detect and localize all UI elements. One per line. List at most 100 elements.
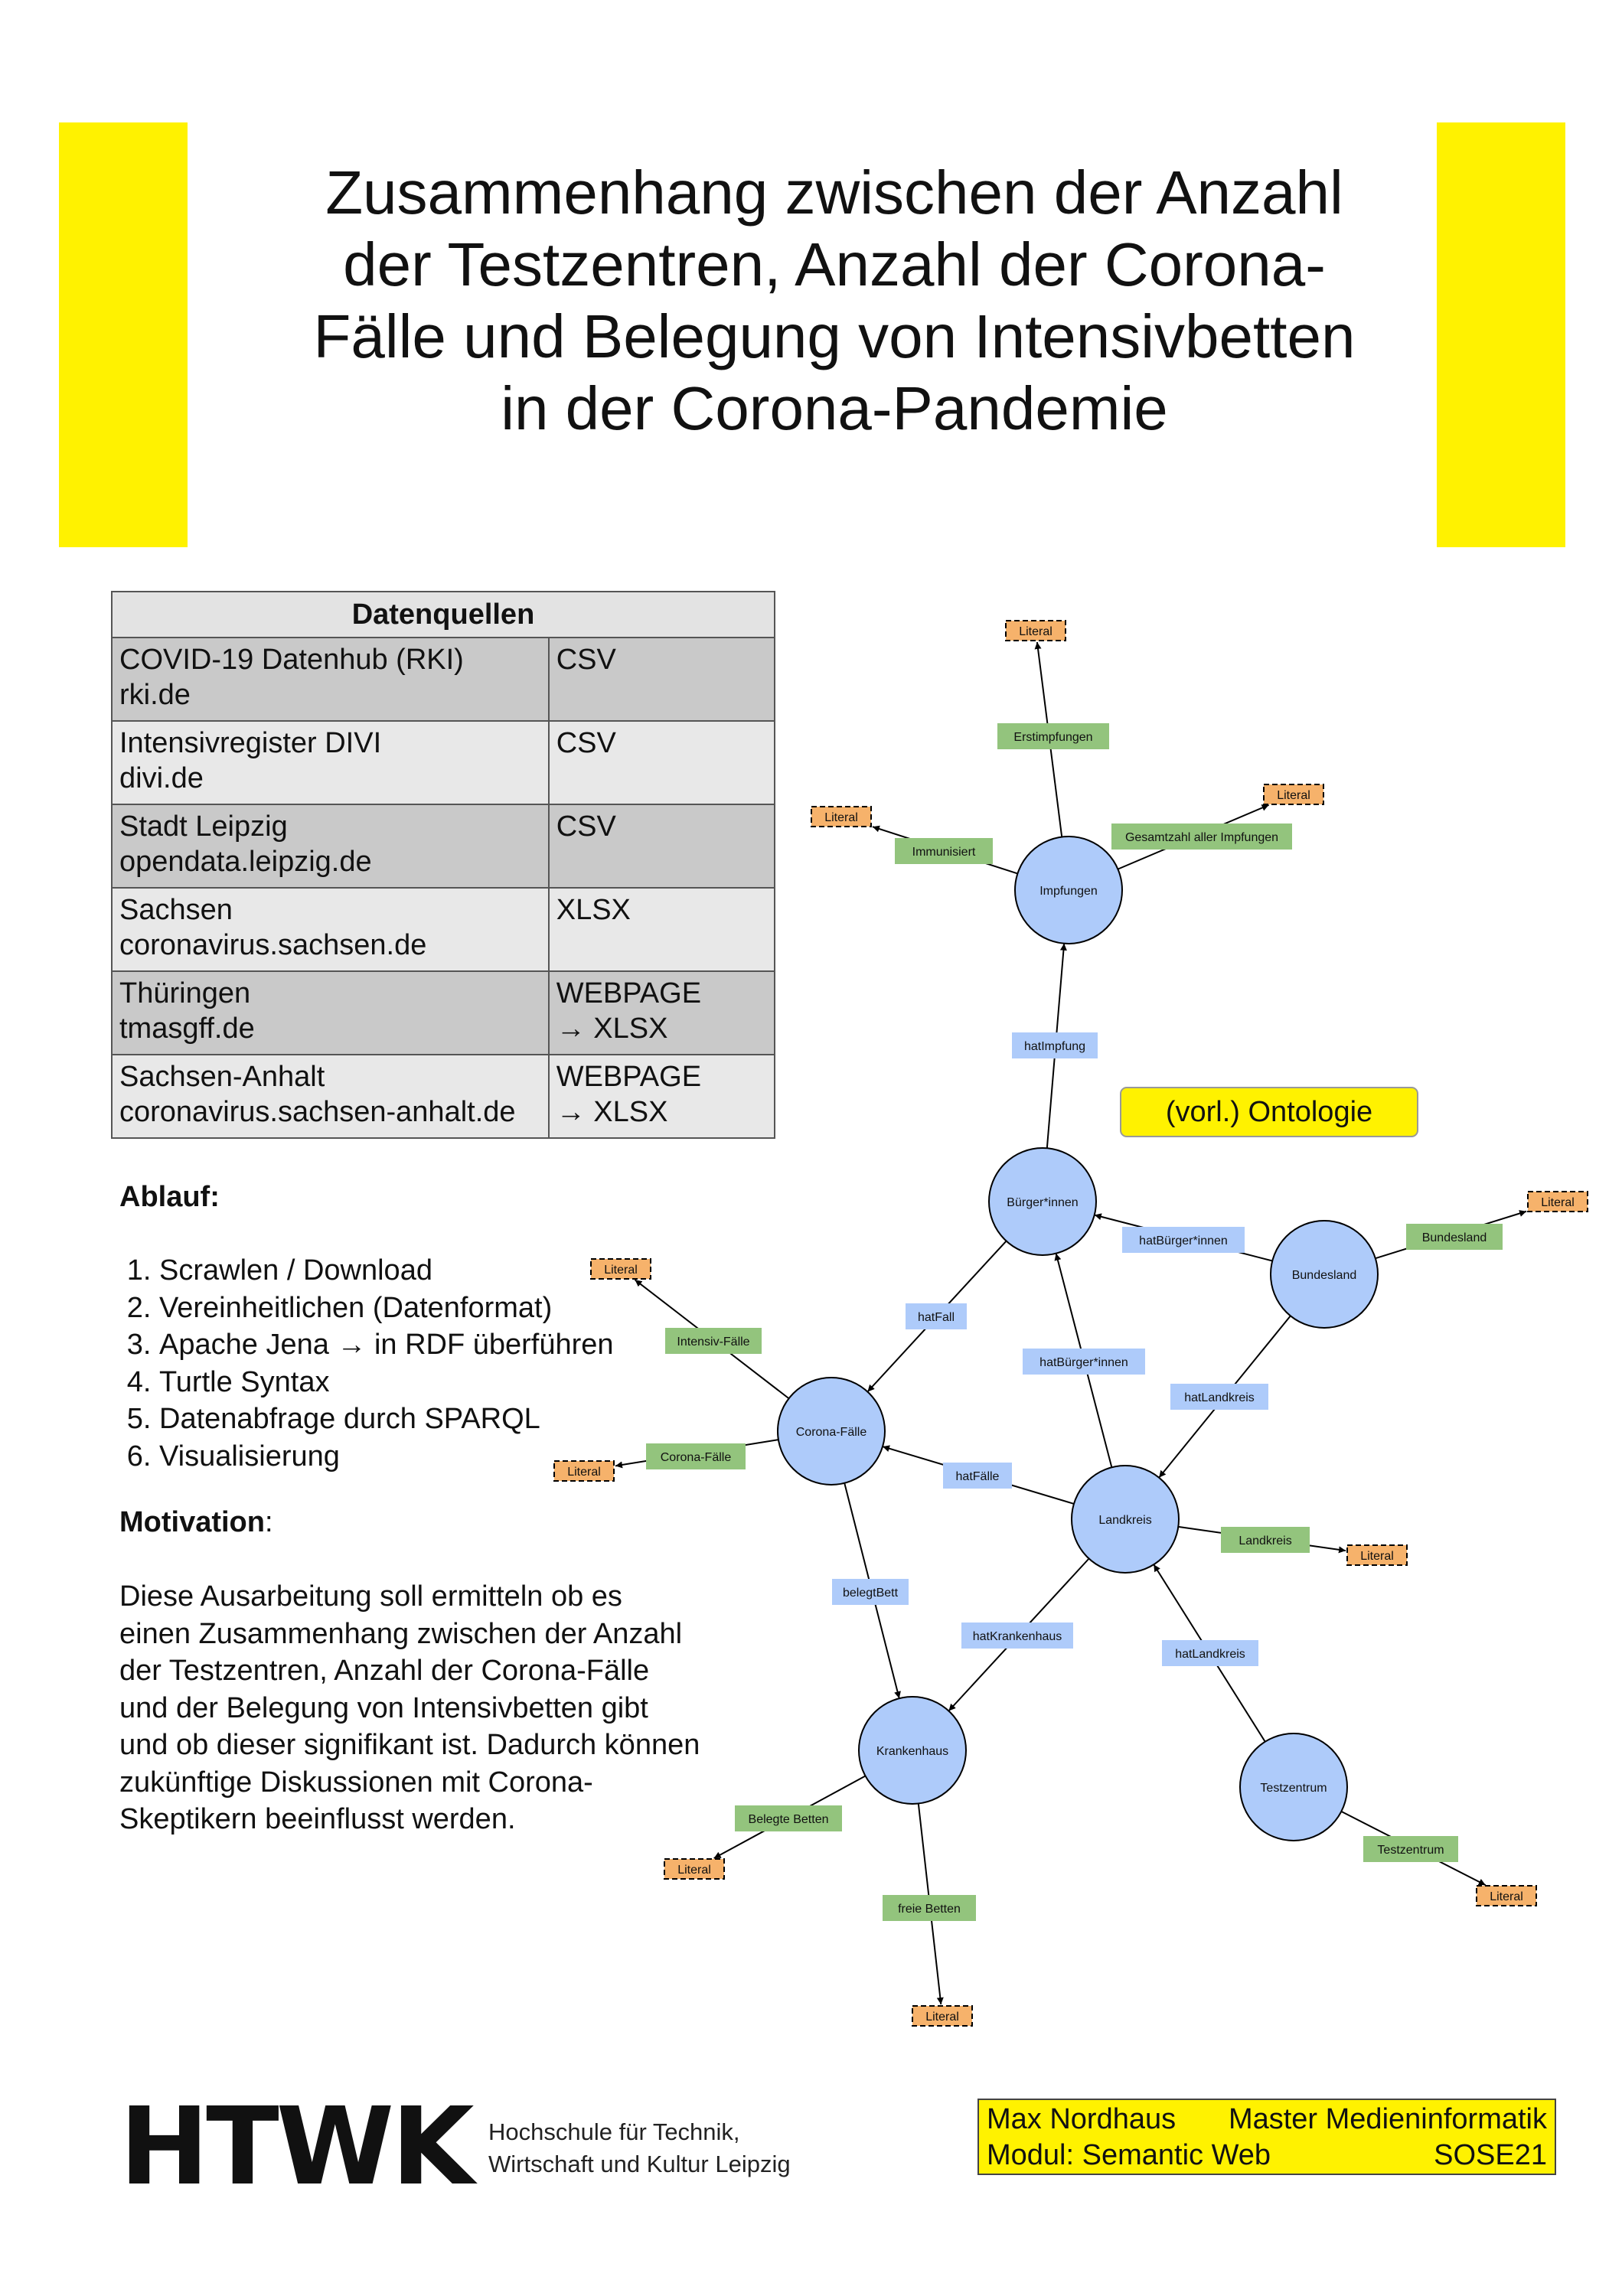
rel-hatimpfung: hatImpfung (1024, 1040, 1085, 1053)
right-yellow-bar (1437, 122, 1565, 547)
step-item: Datenabfrage durch SPARQL (159, 1401, 614, 1438)
author-name: Max Nordhaus (987, 2103, 1177, 2135)
htwk-logo: HTWK (119, 2085, 475, 2210)
rel-hatfall: hatFall (918, 1311, 955, 1324)
node-bundesland (1270, 1220, 1379, 1329)
node-label-testzentrum: Testzentrum (1260, 1782, 1327, 1795)
rel-hatlandkreis-testzentrum: hatLandkreis (1175, 1648, 1245, 1661)
author-box: Max Nordhaus Master Medieninformatik Mod… (977, 2099, 1556, 2175)
prop-immunisiert-box (895, 838, 993, 864)
node-label-impfungen: Impfungen (1039, 885, 1098, 898)
motivation-heading: Motivation (119, 1506, 265, 1538)
title-line: Fälle und Belegung von Intensivbetten (313, 302, 1356, 370)
node-testzentrum (1239, 1733, 1348, 1841)
motivation-text: Diese Ausarbeitung soll ermitteln ob es … (119, 1580, 700, 1835)
rel-hatfall-box (906, 1303, 967, 1329)
source-site: divi.de (119, 762, 204, 794)
data-sources-table: Datenquellen COVID-19 Datenhub (RKI)rki.… (111, 591, 776, 1139)
title-line: in der Corona-Pandemie (501, 374, 1168, 442)
source-format: CSV (556, 644, 616, 676)
poster-title: Zusammenhang zwischen der Anzahl der Tes… (207, 157, 1462, 445)
literal-box (553, 1460, 615, 1482)
ontology-badge: (vorl.) Ontologie (1120, 1087, 1418, 1137)
literal-box (1005, 620, 1066, 641)
literal-label: Literal (604, 1264, 638, 1277)
prop-intensiv: Intensiv-Fälle (677, 1336, 749, 1349)
literal-box (1527, 1191, 1588, 1212)
node-label-coronafaelle: Corona-Fälle (796, 1426, 867, 1439)
step-item: Scrawlen / Download (159, 1252, 614, 1290)
source-name: Sachsen-Anhalt (119, 1061, 325, 1093)
literal-label: Literal (1490, 1890, 1523, 1903)
rel-hatkrankenhaus-box (961, 1623, 1073, 1649)
prop-gesamtzahl-box (1111, 823, 1292, 850)
rel-hatbuerger-bundesland: hatBürger*innen (1139, 1234, 1228, 1247)
node-buerger (988, 1147, 1097, 1256)
step-item: Visualisierung (159, 1438, 614, 1476)
ablauf-steps: Scrawlen / Download Vereinheitlichen (Da… (119, 1252, 614, 1475)
source-name: COVID-19 Datenhub (RKI) (119, 644, 464, 676)
literal-box (664, 1858, 725, 1880)
source-site: coronavirus.sachsen-anhalt.de (119, 1096, 516, 1128)
prop-gesamtzahl: Gesamtzahl aller Impfungen (1125, 831, 1278, 844)
prop-freie-betten: freie Betten (898, 1903, 961, 1916)
prop-belegte-betten: Belegte Betten (749, 1813, 829, 1826)
source-name-cell: Thüringen tmasgff.de (111, 970, 550, 1055)
literal-label: Literal (1360, 1550, 1394, 1563)
source-format: WEBPAGE (556, 1061, 702, 1093)
institution-line: Wirtschaft und Kultur Leipzig (488, 2151, 791, 2177)
rel-belegtbett-box (832, 1579, 909, 1605)
source-site: tmasgff.de (119, 1013, 255, 1045)
literal-box (912, 2005, 973, 2027)
step-item: Vereinheitlichen (Datenformat) (159, 1290, 614, 1327)
rel-hatlandkreis-bundesland-box (1170, 1384, 1268, 1410)
prop-freie-betten-box (883, 1895, 976, 1921)
source-format-2: → XLSX (556, 1013, 668, 1045)
rel-hatimpfung-box (1012, 1032, 1098, 1058)
rel-belegtbett: belegtBett (843, 1587, 899, 1600)
node-label-buerger: Bürger*innen (1007, 1196, 1078, 1209)
prop-landkreis-box (1221, 1527, 1310, 1553)
node-label-bundesland: Bundesland (1292, 1269, 1357, 1282)
prop-immunisiert: Immunisiert (912, 846, 976, 859)
motivation-colon: : (264, 1506, 273, 1538)
source-format-cell: CSV (547, 804, 776, 889)
study-program: Master Medieninformatik (1228, 2103, 1547, 2135)
source-format-cell: CSV (547, 637, 776, 722)
prop-testzentrum-box (1363, 1836, 1458, 1862)
module-name: Modul: Semantic Web (987, 2139, 1271, 2171)
source-name: Thüringen (119, 977, 251, 1009)
literal-box (590, 1258, 651, 1280)
step-item: Apache Jena → in RDF überführen (159, 1326, 614, 1364)
literal-label: Literal (677, 1864, 711, 1877)
rel-hatfaelle: hatFälle (956, 1470, 1000, 1483)
rel-hatfaelle-box (943, 1463, 1012, 1489)
prop-testzentrum: Testzentrum (1377, 1844, 1444, 1857)
literal-label: Literal (925, 2011, 959, 2024)
prop-coronafaelle-box (646, 1443, 746, 1469)
node-label-krankenhaus: Krankenhaus (876, 1745, 948, 1758)
source-format-cell: XLSX (547, 887, 776, 972)
literal-box (811, 806, 872, 827)
source-site: coronavirus.sachsen.de (119, 929, 427, 961)
step-item: Turtle Syntax (159, 1364, 614, 1401)
literal-label: Literal (1277, 789, 1310, 802)
source-site: rki.de (119, 679, 191, 711)
source-format: XLSX (556, 894, 631, 926)
source-format: CSV (556, 810, 616, 843)
author-row: Max Nordhaus Master Medieninformatik (987, 2102, 1547, 2138)
literal-label: Literal (1019, 625, 1053, 638)
node-impfungen (1014, 836, 1123, 944)
source-site: opendata.leipzig.de (119, 846, 372, 878)
rel-hatbuerger-bundesland-box (1122, 1227, 1245, 1253)
rel-hatbuerger-landkreis-box (1023, 1349, 1145, 1375)
literal-box (1263, 784, 1324, 805)
rel-hatbuerger-landkreis: hatBürger*innen (1039, 1356, 1128, 1369)
